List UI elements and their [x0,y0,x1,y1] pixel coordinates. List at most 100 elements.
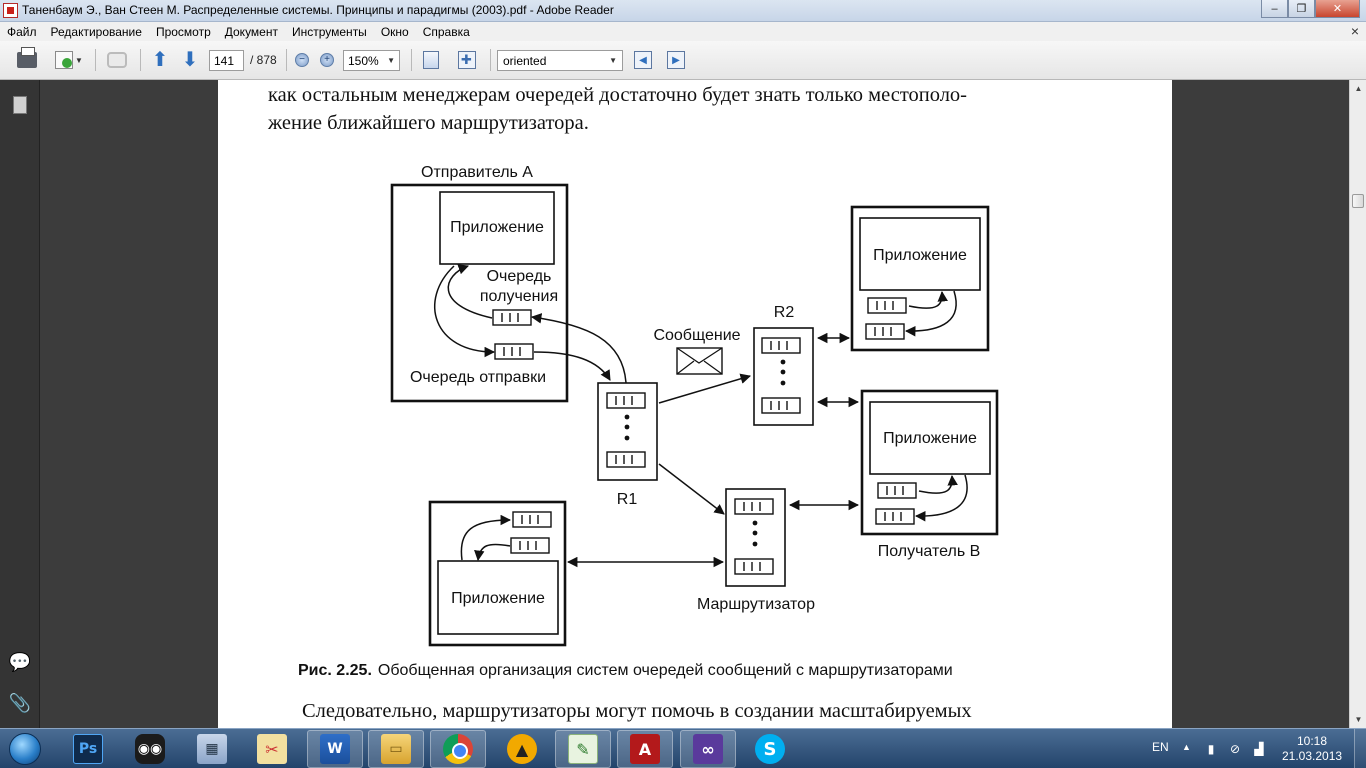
navigation-panel: 💬 📎 [0,80,40,728]
find-previous-button[interactable]: ◀ [631,49,655,71]
volume-tray-icon[interactable]: ▟ [1254,742,1264,756]
receive-queue-label-1: Очередь [487,268,552,285]
acrobat-icon: A [630,734,660,764]
close-document-button[interactable]: × [1350,23,1359,39]
receiver-top-app-box [859,217,981,291]
menu-window[interactable]: Окно [380,24,409,39]
taskbar-gdc[interactable]: ◉◉ [122,730,178,768]
previous-page-button[interactable]: ⬆ [148,49,172,71]
taskbar-chrome[interactable] [430,730,486,768]
toolbar-divider [286,49,287,71]
close-button[interactable]: ✕ [1315,0,1360,18]
export-button[interactable]: ▼ [50,49,88,71]
menu-view[interactable]: Просмотр [155,24,211,39]
menu-help[interactable]: Справка [422,24,470,39]
menu-document[interactable]: Документ [224,24,278,39]
queue-icon [761,337,801,354]
menu-edit[interactable]: Редактирование [50,24,142,39]
search-value: oriented [503,53,547,68]
tray-expand-icon[interactable]: ▲ [1182,742,1191,752]
editor-icon: ✎ [568,734,598,764]
message-label: Сообщение [653,327,740,344]
queue-icon [512,511,552,528]
receiver-top-app-label: Приложение [873,247,967,264]
pages-panel-button[interactable] [10,94,30,116]
aimp-icon: ▲ [507,734,537,764]
printer-icon [17,47,37,68]
taskbar-photoshop[interactable]: Ps [60,730,116,768]
word-icon: W [320,734,350,764]
taskbar-skype[interactable]: S [742,730,798,768]
scroll-down-button[interactable]: ▼ [1354,715,1363,724]
vertical-scrollbar[interactable]: ▲ ▼ [1349,80,1366,728]
page-count: / 878 [250,53,277,67]
snipping-tool-icon: ✂ [257,734,287,764]
page-scroll-icon [423,51,439,69]
fit-page-button[interactable] [455,49,479,71]
receiver-b-app-box [869,401,991,475]
clock-time: 10:18 [1296,734,1328,748]
router-r1-box [597,382,658,481]
menu-file[interactable]: Файл [7,24,37,39]
menu-tools[interactable]: Инструменты [291,24,367,39]
find-next-button[interactable]: ▶ [664,49,688,71]
windows-logo-icon [9,733,41,765]
search-input[interactable]: oriented ▼ [497,50,623,71]
window-controls: – ❐ ✕ [1261,0,1360,18]
receiver-b-label: Получатель В [878,543,981,560]
queue-icon [761,397,801,414]
print-button[interactable] [14,47,40,71]
toolbar-divider [140,49,141,71]
zoom-select[interactable]: 150% ▼ [343,50,400,71]
zoom-value: 150% [348,53,379,68]
body-text-line: Следовательно, маршрутизаторы могут помо… [302,700,972,722]
page-number-input[interactable]: 141 [209,50,244,71]
pdf-page: как остальным менеджерам очередей достат… [218,80,1172,728]
clock[interactable]: 10:18 21.03.2013 [1282,734,1342,764]
taskbar-aimp[interactable]: ▲ [494,730,550,768]
skype-icon: S [755,734,785,764]
taskbar-editor[interactable]: ✎ [555,730,611,768]
device-tray-icon[interactable]: ▮ [1207,742,1215,756]
bottom-node-box [428,500,567,647]
network-tray-icon[interactable]: ⊘ [1229,742,1241,756]
show-desktop-button[interactable] [1354,729,1366,768]
router-label: Маршрутизатор [697,596,815,613]
next-page-button[interactable]: ⬇ [178,49,202,71]
zoom-out-button[interactable]: − [294,49,310,71]
adobe-reader-icon[interactable] [3,3,18,18]
sender-app-label: Приложение [450,219,544,236]
taskbar-word[interactable]: W [307,730,363,768]
sender-a-label: Отправитель А [421,164,533,181]
taskbar-acrobat[interactable]: A [617,730,673,768]
toolbar-divider [95,49,96,71]
visual-studio-icon: ∞ [693,734,723,764]
comments-button[interactable] [104,49,130,71]
taskbar-snipping[interactable]: ✂ [244,730,300,768]
receiver-top-box [850,205,990,352]
message-envelope-icon [676,347,723,375]
receiver-b-app-label: Приложение [883,430,977,447]
scroll-up-button[interactable]: ▲ [1354,84,1363,93]
minimize-button[interactable]: – [1261,0,1288,18]
folder-icon: ▭ [381,734,411,764]
toolbar-divider [490,49,491,71]
taskbar-visual-studio[interactable]: ∞ [680,730,736,768]
router-box [725,488,786,587]
taskbar-explorer[interactable]: ▭ [368,730,424,768]
document-view[interactable]: как остальным менеджерам очередей достат… [41,80,1349,728]
start-button[interactable] [2,730,48,768]
scroll-mode-button[interactable] [420,49,442,71]
language-indicator[interactable]: EN [1152,740,1169,754]
scrollbar-thumb[interactable] [1352,194,1364,208]
zoom-in-button[interactable]: + [319,49,335,71]
maximize-button[interactable]: ❐ [1288,0,1315,18]
chevron-down-icon: ▼ [387,56,395,65]
r1-label: R1 [617,491,638,508]
toolbar: ▼ ⬆ ⬇ 141 / 878 − + 150% ▼ oriented ▼ ◀ … [0,41,1366,80]
taskbar-calculator[interactable]: ▦ [184,730,240,768]
caption-text: Обобщенная организация систем очередей с… [377,662,953,679]
find-next-icon: ▶ [667,51,685,69]
attachments-panel-button[interactable]: 📎 [9,692,31,714]
comments-panel-button[interactable]: 💬 [9,651,31,673]
